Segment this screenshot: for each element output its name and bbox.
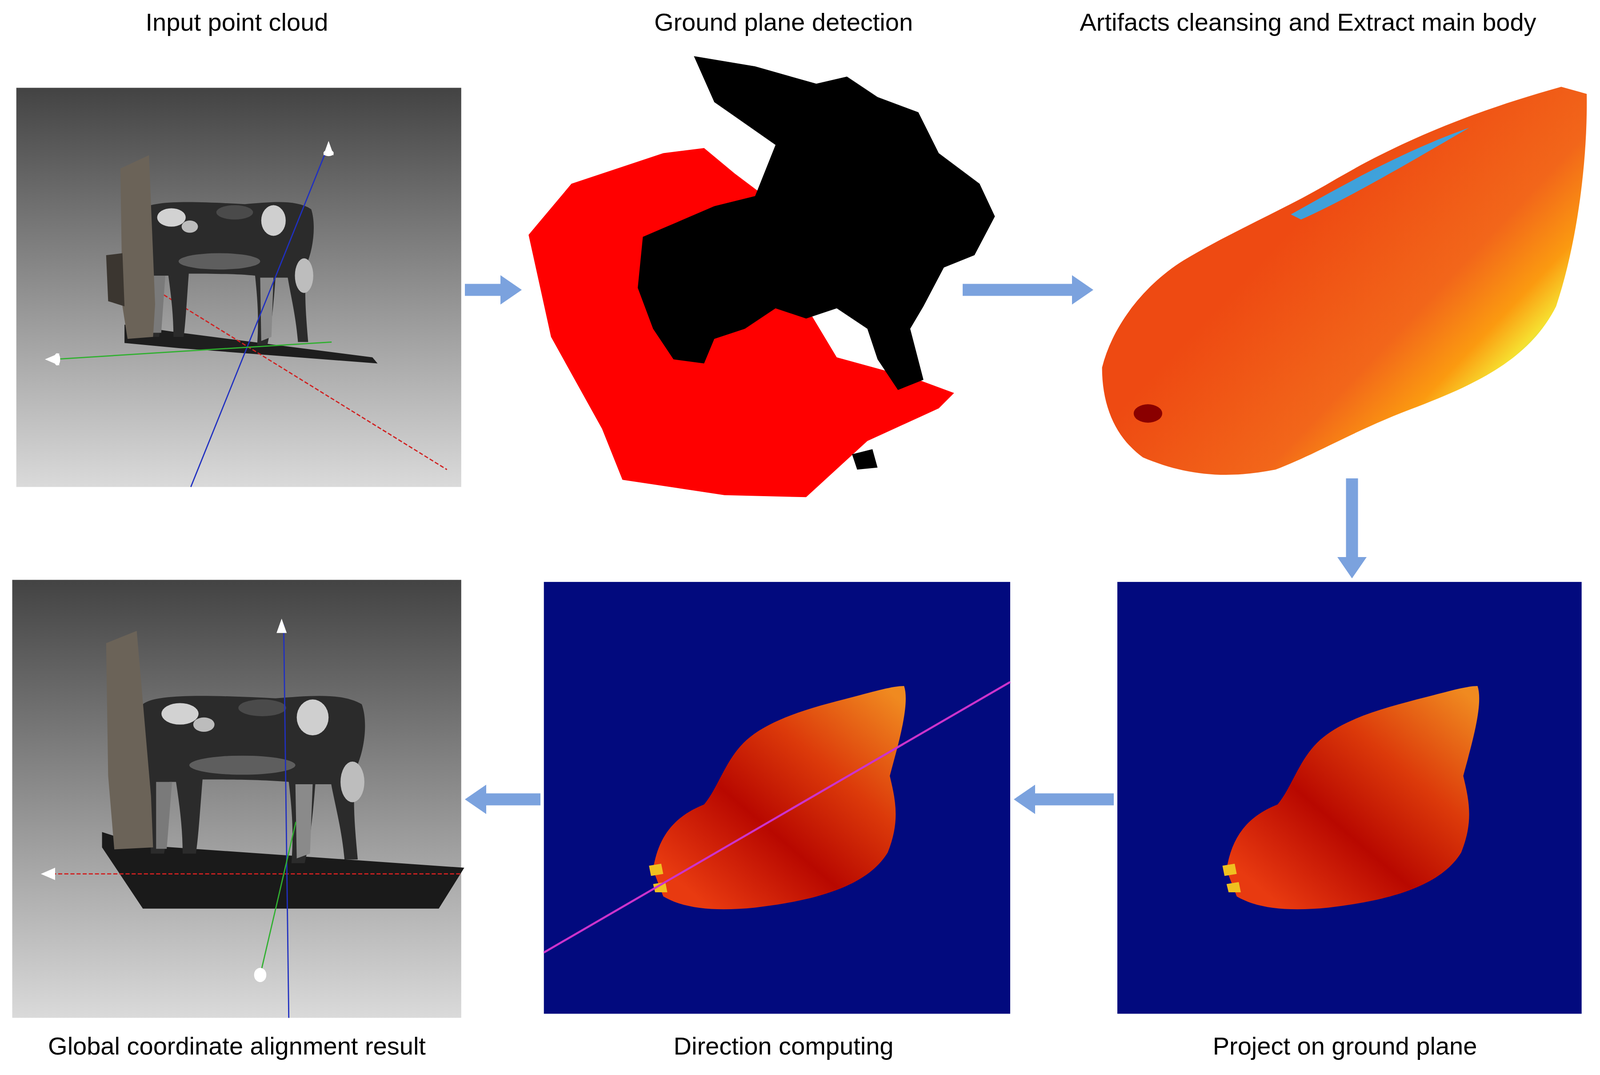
panel-caption: Input point cloud	[145, 8, 329, 37]
panel-caption: Project on ground plane	[1212, 1031, 1478, 1060]
pipeline-panel: Ground plane detection	[525, 51, 960, 497]
pipeline-panel: Direction computing	[544, 581, 1011, 1014]
panel-caption: Direction computing	[673, 1031, 894, 1060]
flow-arrow	[962, 275, 1094, 305]
flow-arrow	[1013, 784, 1114, 814]
panel-caption: Ground plane detection	[654, 8, 913, 37]
flow-arrow	[464, 275, 522, 305]
flow-arrow	[1337, 478, 1367, 579]
pipeline-panel: Input point cloud	[16, 87, 462, 487]
pipeline-panel: Artifacts cleansing and Extract main bod…	[1096, 86, 1587, 475]
pipeline-panel: Project on ground plane	[1117, 581, 1582, 1014]
panel-caption: Global coordinate alignment result	[48, 1031, 426, 1060]
panel-caption: Artifacts cleansing and Extract main bod…	[1079, 8, 1536, 37]
pipeline-panel: Global coordinate alignment result	[12, 579, 462, 1018]
flow-arrow	[464, 784, 541, 814]
